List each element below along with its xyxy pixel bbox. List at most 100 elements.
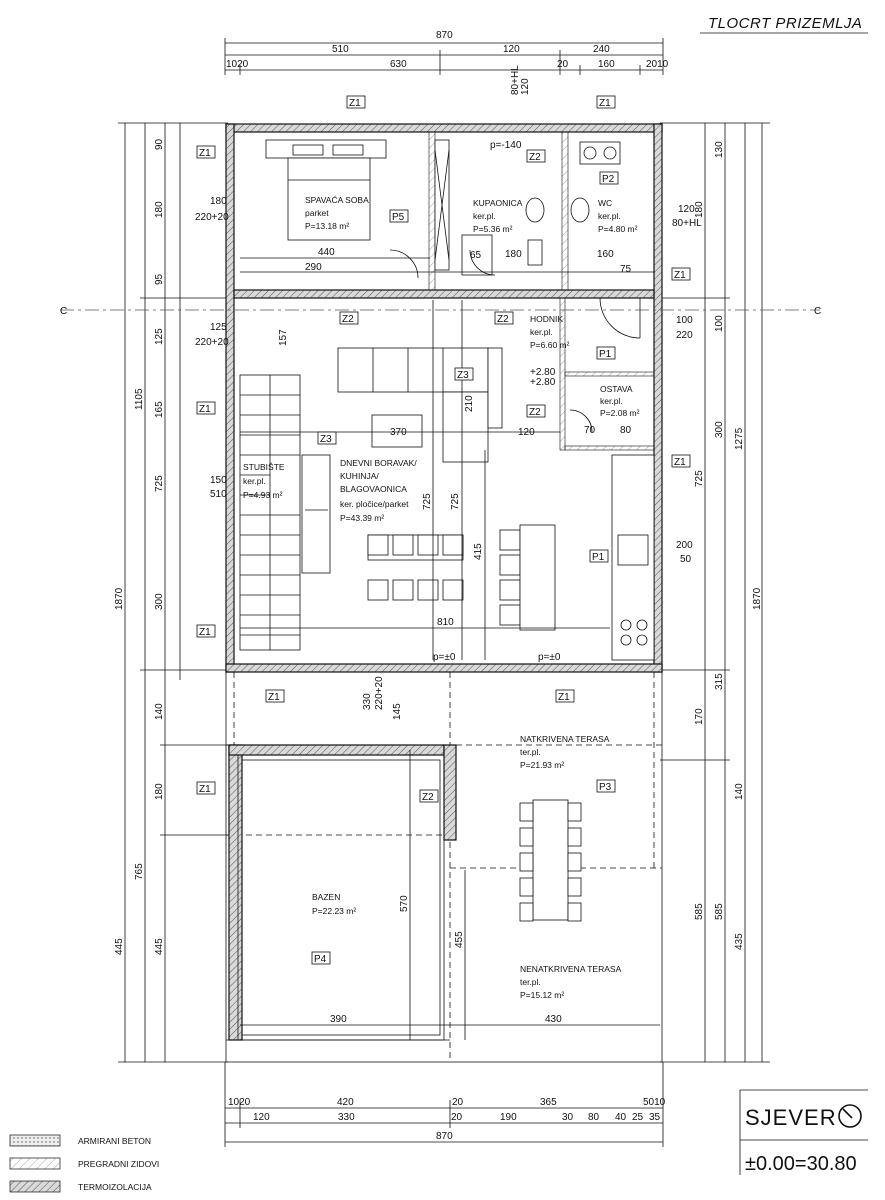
win-l1-w: 180: [210, 196, 227, 207]
room-hodnik: HODNIK ker.pl. P=6.60 m²: [530, 314, 570, 350]
room-floor: ker.pl.: [598, 211, 621, 221]
tag-z1: Z1: [671, 454, 691, 468]
dim-left-seg-1: 180: [154, 201, 165, 218]
room-name: KUPAONICA: [473, 198, 523, 208]
room-ostava: OSTAVA ker.pl. P=2.08 m²: [600, 384, 640, 418]
level-bath: p=-140: [490, 140, 522, 151]
win-r3-h: 50: [680, 554, 692, 565]
dim-bot-r2-2: 20: [451, 1112, 463, 1123]
dim-right-seg-2: 100: [714, 315, 725, 332]
svg-text:P1: P1: [592, 552, 605, 563]
legend: ARMIRANI BETON PREGRADNI ZIDOVI TERMOIZO…: [9, 1134, 159, 1193]
dim-right-seg-4: 725: [694, 470, 705, 487]
dim-int-725a: 725: [422, 493, 433, 510]
dim-top-r2-2: 20: [557, 59, 569, 70]
bed: [265, 139, 387, 241]
room-name: STUBIŠTE: [243, 462, 285, 472]
dim-top-r2-1: 630: [390, 59, 407, 70]
svg-text:Z1: Z1: [199, 627, 211, 638]
tag-z2: Z2: [526, 404, 546, 418]
tag-p4: P4: [311, 951, 331, 965]
dim-top-r2-0: 1020: [226, 59, 249, 70]
dim-bot-r2-6: 40: [615, 1112, 627, 1123]
elevation-label: ±0.00=30.80: [745, 1153, 857, 1175]
tag-p3: P3: [596, 779, 616, 793]
dim-int-455: 455: [454, 931, 465, 948]
dim-right-seg-5: 315: [714, 673, 725, 690]
dim-int-70: 70: [584, 425, 596, 436]
dim-int-180: 180: [505, 249, 522, 260]
svg-text:Z1: Z1: [199, 784, 211, 795]
dim-int-440: 440: [318, 247, 335, 258]
level-living-1: p=±0: [433, 652, 456, 663]
room-area: P=5.36 m²: [473, 224, 513, 234]
dim-int-810: 810: [437, 617, 454, 628]
svg-text:P2: P2: [602, 174, 615, 185]
dim-left-seg-8: 180: [154, 783, 165, 800]
legend-label: ARMIRANI BETON: [78, 1136, 151, 1146]
win-r3-w: 200: [676, 540, 693, 551]
room-name: SPAVAĆA SOBA: [305, 195, 369, 205]
room-area: P=4.80 m²: [598, 224, 638, 234]
svg-text:Z3: Z3: [457, 370, 469, 381]
terrace-outline: [225, 671, 663, 1063]
top-dimensions: 870 510 120 240 1020 630 20 160 2010: [224, 30, 669, 75]
room-name: BAZEN: [312, 892, 340, 902]
room-spavaca: SPAVAĆA SOBA parket P=13.18 m²: [305, 195, 369, 231]
win-top-h: 80+HL: [510, 65, 521, 95]
room-dnevni: DNEVNI BORAVAK/ KUHINJA/ BLAGOVAONICA ke…: [340, 458, 417, 523]
room-area: P=2.08 m²: [600, 408, 640, 418]
dim-left-seg-7: 140: [154, 703, 165, 720]
dim-left-seg-10b: 445: [114, 938, 125, 955]
room-floor: ker. pločice/parket: [340, 499, 409, 509]
room-name-1: DNEVNI BORAVAK/: [340, 458, 417, 468]
room-name: NENATKRIVENA TERASA: [520, 964, 622, 974]
svg-text:P5: P5: [392, 212, 405, 223]
dim-left-seg-6: 300: [154, 593, 165, 610]
dim-right-seg-0: 130: [714, 141, 725, 158]
tag-p1: P1: [589, 549, 609, 563]
tag-z1: Z1: [671, 267, 691, 281]
tag-p1: P1: [596, 346, 616, 360]
dim-right-seg-8b: 585: [694, 903, 705, 920]
room-stubiste: STUBIŠTE ker.pl. P=4.93 m²: [243, 462, 285, 500]
dim-right-seg-6: 170: [694, 708, 705, 725]
tag-z1: Z1: [196, 145, 216, 159]
room-name: HODNIK: [530, 314, 563, 324]
svg-text:Z2: Z2: [422, 792, 434, 803]
dim-int-430: 430: [545, 1014, 562, 1025]
dim-left-seg-5: 725: [154, 475, 165, 492]
north-box: SJEVER ±0.00=30.80: [739, 1089, 868, 1175]
dim-int-725b: 725: [450, 493, 461, 510]
svg-text:Z1: Z1: [349, 98, 361, 109]
dim-bot-total: 870: [436, 1131, 453, 1142]
win-l3-w: 150: [210, 475, 227, 486]
bathroom-fixtures: [461, 141, 621, 276]
win-r2-w: 100: [676, 315, 693, 326]
tag-z1: Z1: [265, 689, 285, 703]
legend-swatch-beton: [9, 1134, 61, 1147]
legend-label: TERMOIZOLACIJA: [78, 1182, 152, 1192]
legend-item: PREGRADNI ZIDOVI: [9, 1157, 159, 1170]
window-labels: 180 220+20 125 220+20 150 510 120 80+HL …: [195, 65, 702, 710]
tag-z1: Z1: [596, 95, 616, 109]
tag-z3: Z3: [317, 431, 337, 445]
dim-left-seg-10: 445: [154, 938, 165, 955]
coffee-table-dim: 370: [390, 427, 407, 438]
win-l2-w: 125: [210, 322, 227, 333]
svg-text:Z1: Z1: [599, 98, 611, 109]
dim-bot-r1-1: 420: [337, 1097, 354, 1108]
legend-item: TERMOIZOLACIJA: [9, 1180, 152, 1193]
level-marks: p=±0 p=±0 p=-140 +2.80 +2.80: [433, 140, 561, 663]
room-kupaonica: KUPAONICA ker.pl. P=5.36 m²: [473, 198, 523, 234]
dim-right-seg-9: 435: [734, 933, 745, 950]
win-r2-h: 220: [676, 330, 693, 341]
win-top-w: 120: [520, 78, 531, 95]
legend-swatch-pregradni: [9, 1157, 61, 1170]
dim-int-145: 145: [392, 703, 403, 720]
room-floor: ter.pl.: [520, 977, 541, 987]
room-area: P=43.39 m²: [340, 513, 384, 523]
legend-item: ARMIRANI BETON: [9, 1134, 151, 1147]
room-floor: ker.pl.: [600, 396, 623, 406]
dim-bot-r2-1: 330: [338, 1112, 355, 1123]
